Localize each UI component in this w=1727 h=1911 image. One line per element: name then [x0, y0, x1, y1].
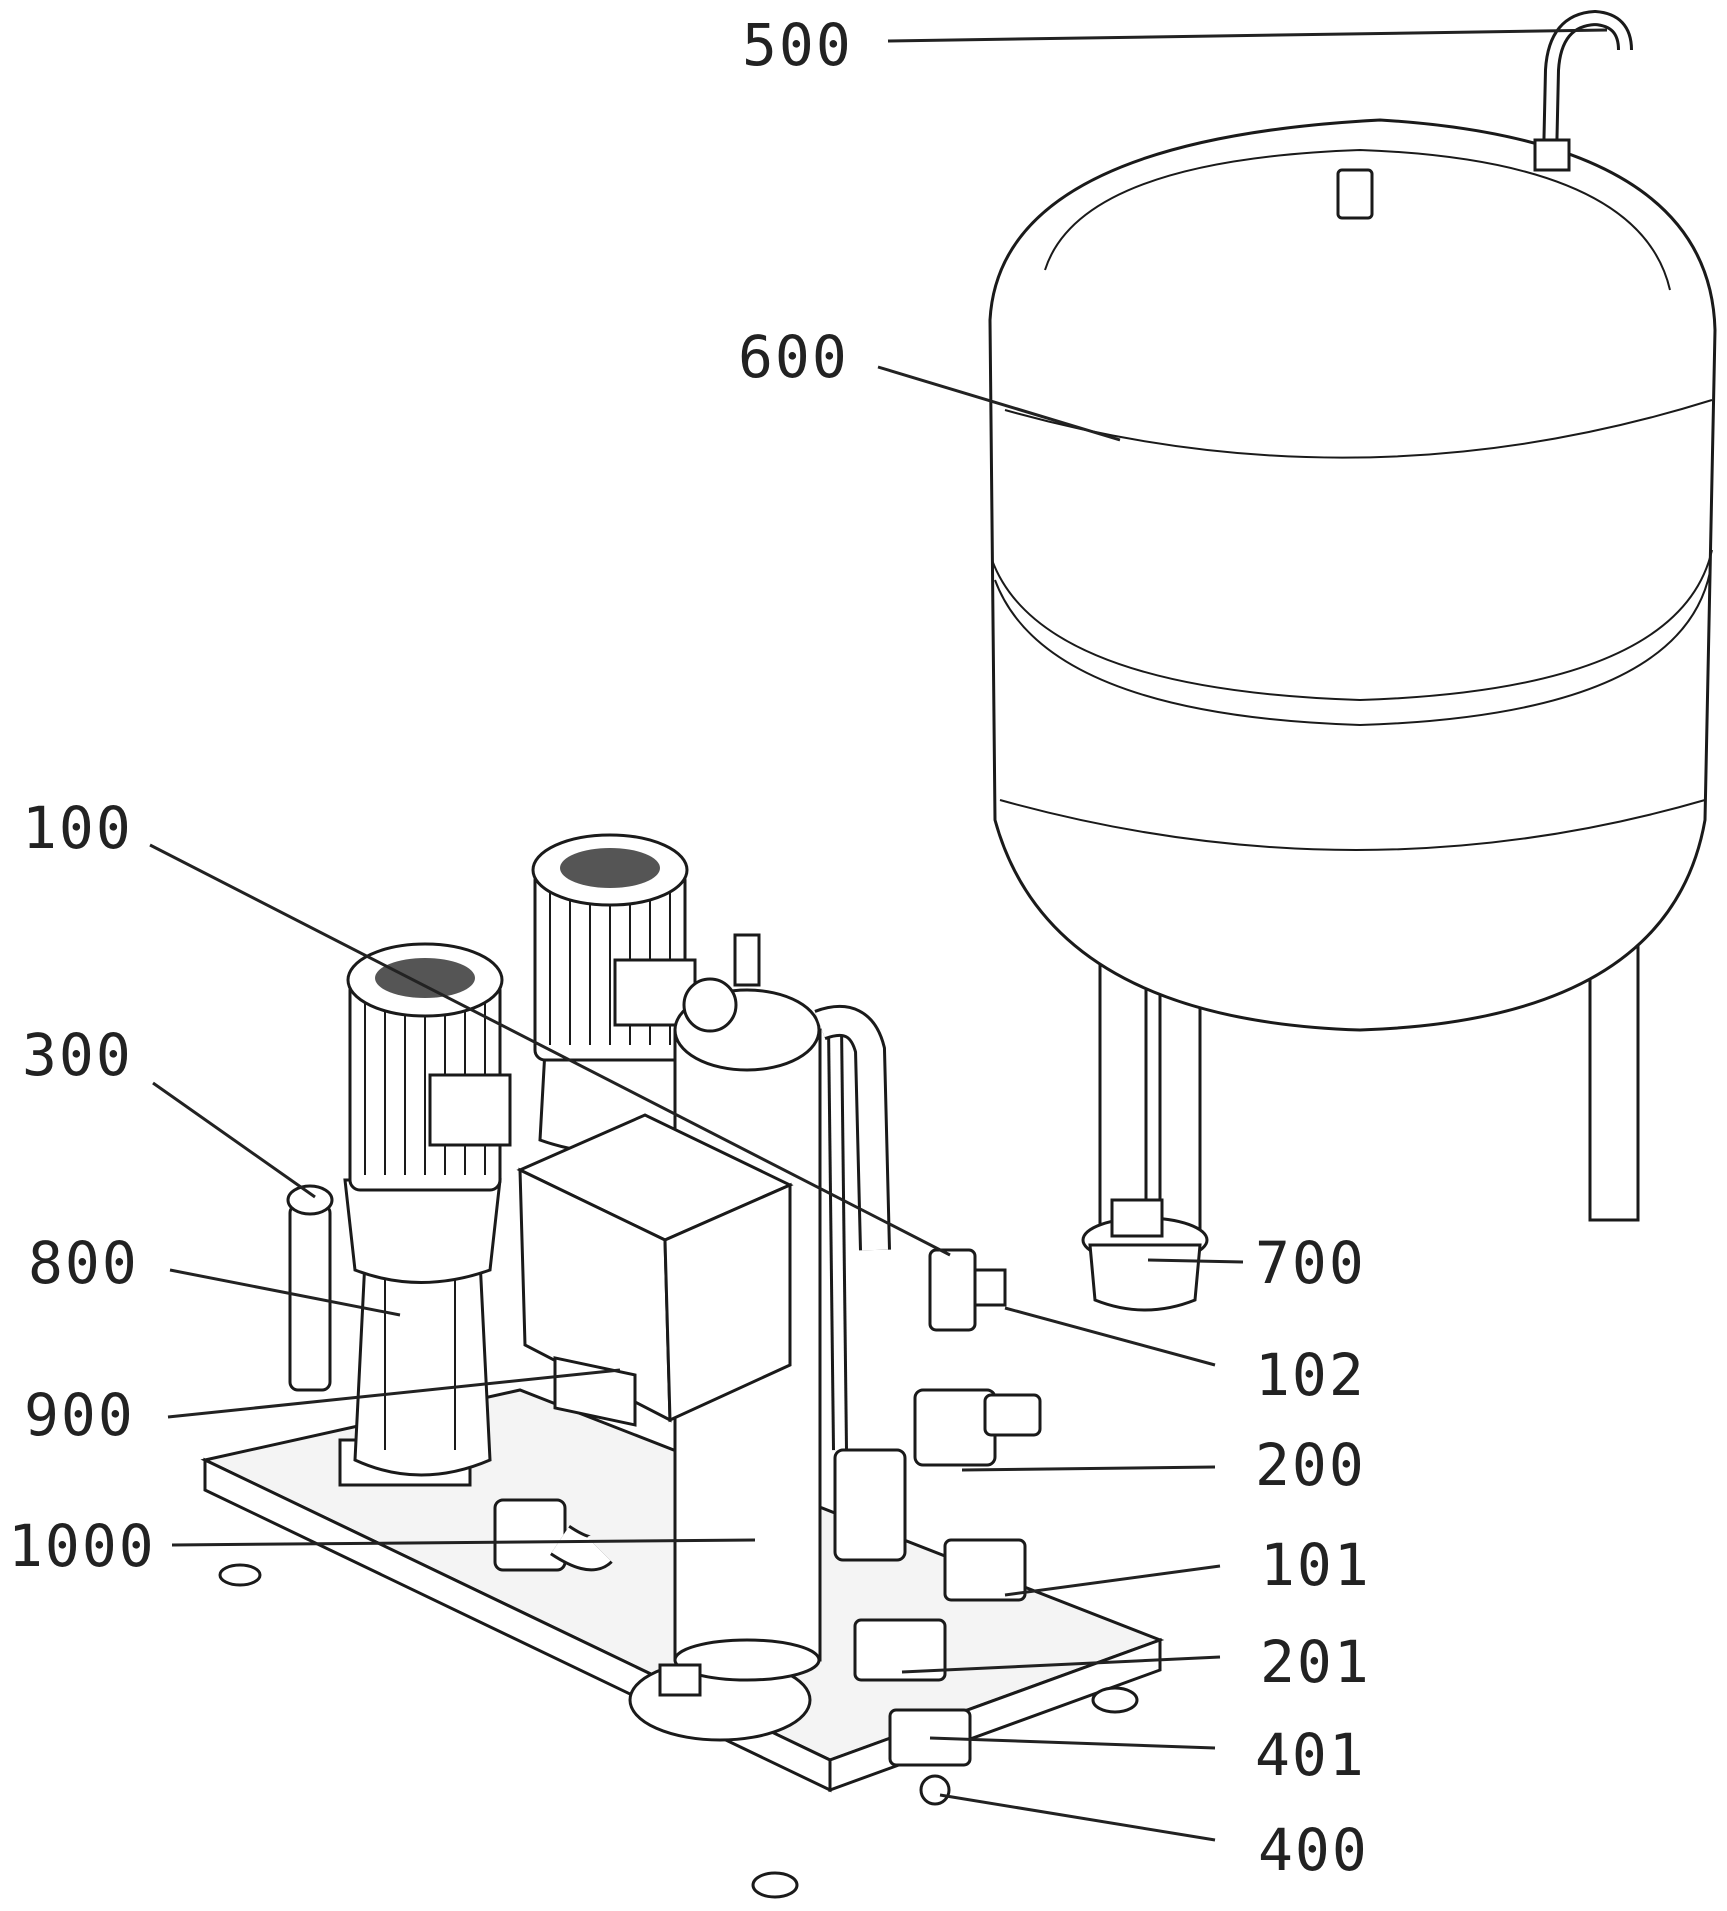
- tank-upper-band: [1004, 399, 1713, 459]
- valve-101: [943, 1538, 1027, 1602]
- base-foot: [1091, 1686, 1139, 1714]
- leader-102: [1004, 1306, 1216, 1367]
- tank-seam-top: [991, 549, 1713, 702]
- label-400: 400: [1258, 1816, 1369, 1884]
- leader-300: [152, 1081, 316, 1199]
- label-900: 900: [24, 1381, 135, 1449]
- leader-700: [1147, 1258, 1244, 1264]
- leader-lines: [149, 28, 1608, 1842]
- label-201: 201: [1260, 1628, 1371, 1696]
- tank-vent-fitting: [1336, 168, 1374, 220]
- vessel-bottom: [673, 1638, 821, 1682]
- air-vent: [733, 933, 761, 987]
- valve-200-outlet: [983, 1393, 1042, 1437]
- tank-seam-bottom: [994, 571, 1711, 727]
- leader-800: [169, 1268, 401, 1317]
- label-401: 401: [1255, 1721, 1366, 1789]
- label-500: 500: [742, 11, 853, 79]
- valve-manifold: [286, 1184, 1042, 1806]
- reference-labels: 500 600 100 300 800 900 1000 700 102 200…: [8, 11, 1371, 1884]
- float-valve-box: [1110, 1198, 1164, 1238]
- tank-lower-curve: [999, 799, 1706, 851]
- label-100: 100: [22, 794, 133, 862]
- pump-rear-fan-grille: [560, 848, 660, 888]
- label-700: 700: [1255, 1229, 1366, 1297]
- pump-front: [338, 942, 512, 1487]
- return-pipe: [814, 1005, 891, 1451]
- pressure-gauge: [682, 977, 738, 1033]
- valve-201: [853, 1618, 947, 1682]
- base-foot: [218, 1563, 262, 1587]
- label-200: 200: [1255, 1431, 1366, 1499]
- pump-front-fan-grille: [375, 958, 475, 998]
- tank-body: [988, 118, 1717, 1032]
- leader-200: [961, 1465, 1216, 1472]
- label-1000: 1000: [8, 1512, 156, 1580]
- label-101: 101: [1260, 1531, 1371, 1599]
- control-box: [516, 1113, 794, 1427]
- pump-outlet-valve: [493, 1498, 567, 1572]
- pump-front-coupling: [343, 1178, 502, 1284]
- leader-101: [1004, 1564, 1221, 1597]
- leader-600: [877, 365, 1121, 442]
- valve-left-stack: [833, 1448, 907, 1562]
- pump-front-column: [353, 1258, 492, 1477]
- valve-102-actuator: [973, 1268, 1007, 1307]
- label-300: 300: [22, 1021, 133, 1089]
- tank-leg-mid: [1158, 968, 1202, 1242]
- tank-leg-left: [1098, 948, 1148, 1242]
- leader-400: [939, 1793, 1216, 1842]
- pump-front-terminal-box: [428, 1073, 512, 1147]
- pump-rear: [531, 833, 697, 1154]
- pressure-tank: [988, 9, 1717, 1312]
- valve-400: [919, 1774, 951, 1806]
- label-102: 102: [1255, 1341, 1366, 1409]
- control-box-side: [663, 1182, 792, 1423]
- base-foot: [751, 1871, 799, 1899]
- vessel-drain: [658, 1663, 702, 1697]
- valve-401: [888, 1708, 972, 1767]
- label-800: 800: [28, 1229, 139, 1297]
- leader-100: [149, 843, 951, 1257]
- leader-1000: [171, 1538, 756, 1547]
- tank-dome-curve: [1044, 148, 1671, 291]
- pipe-fitting: [1533, 138, 1571, 172]
- leader-201: [901, 1655, 1221, 1674]
- valve-102: [928, 1248, 977, 1332]
- leader-401: [929, 1736, 1216, 1750]
- float-valve-body: [1088, 1243, 1202, 1312]
- leader-500: [887, 28, 1608, 43]
- label-600: 600: [738, 323, 849, 391]
- leader-900: [167, 1368, 621, 1419]
- inlet-valve-cap: [286, 1184, 334, 1216]
- valve-200: [913, 1388, 997, 1467]
